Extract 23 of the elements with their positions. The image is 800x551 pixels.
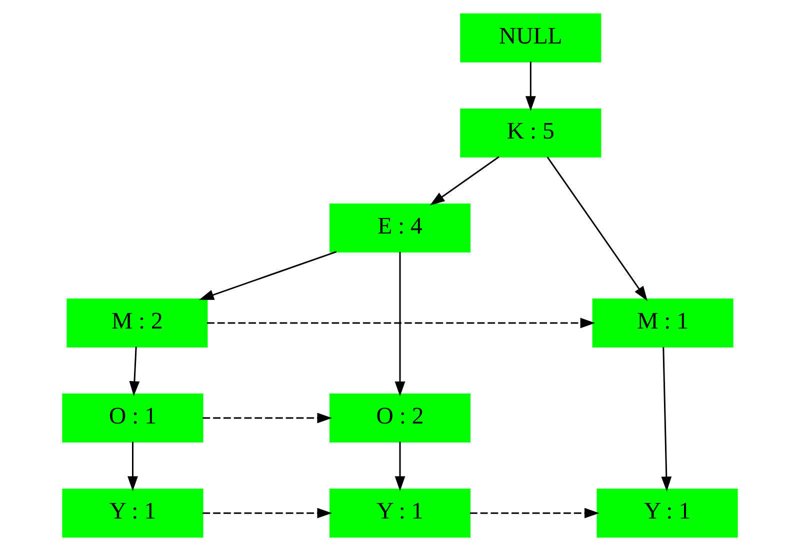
arrow	[546, 156, 648, 301]
node-box: Y : 1	[62, 488, 204, 538]
node-box: NULL	[460, 13, 602, 62]
arrow	[199, 251, 337, 300]
node-box: E : 4	[329, 203, 471, 252]
arrow	[129, 346, 140, 396]
node-box: M : 1	[592, 298, 734, 348]
arrow	[525, 62, 536, 111]
arrow	[394, 442, 406, 492]
arrow	[430, 156, 500, 206]
node-box: K : 5	[460, 108, 602, 158]
arrow	[470, 508, 600, 518]
arrow	[202, 508, 332, 518]
node-box: O : 2	[329, 394, 471, 443]
arrow	[661, 347, 672, 492]
node-box: Y : 1	[329, 488, 471, 538]
arrow	[202, 412, 332, 424]
node-box: M : 2	[66, 298, 208, 348]
arrow	[394, 252, 406, 396]
arrow	[128, 442, 138, 492]
node-box: O : 1	[62, 394, 204, 443]
node-box: Y : 1	[596, 488, 738, 538]
arrow	[207, 318, 596, 328]
